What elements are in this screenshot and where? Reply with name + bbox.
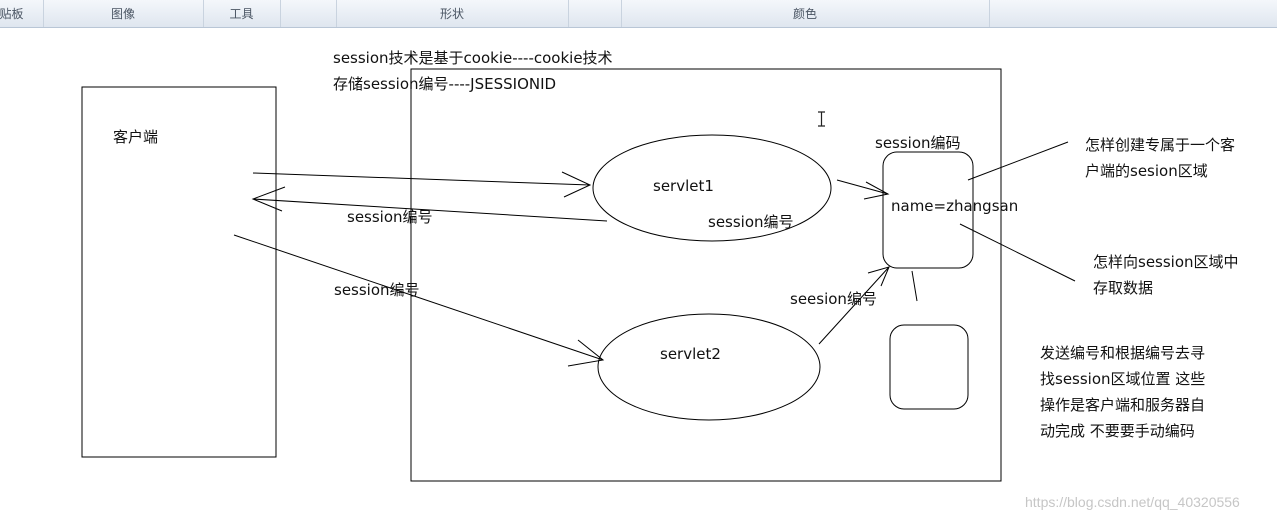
text-line: 操作是客户端和服务器自	[1040, 396, 1206, 414]
arrow-label-session-id-lower: session编号	[334, 281, 420, 299]
toolbar-group-clipboard[interactable]: 贴板	[0, 0, 44, 27]
session-area-box	[882, 151, 974, 269]
toolbar-group-label: 形状	[439, 7, 464, 21]
header-line-2: 存储session编号----JSESSIONID	[333, 75, 557, 93]
drawing-canvas[interactable]: session技术是基于cookie----cookie技术 存储session…	[0, 27, 1277, 523]
header-line-1: session技术是基于cookie----cookie技术	[333, 49, 613, 67]
arrow-label-session-id-servlet2: seesion编号	[790, 290, 877, 308]
text-line: 怎样创建专属于一个客	[1085, 136, 1236, 154]
client-box	[81, 86, 277, 458]
diagram-drawing	[81, 68, 1076, 482]
paint-toolbar: 贴板 图像 工具 形状 颜色	[0, 0, 1277, 28]
toolbar-group-image[interactable]: 图像	[43, 0, 204, 27]
question-access-session-data: 怎样向session区域中 存取数据	[1093, 249, 1239, 301]
question2-pointer-line	[959, 223, 1076, 282]
toolbar-group-label: 贴板	[0, 7, 24, 21]
watermark: https://blog.csdn.net/qq_40320556	[1025, 494, 1240, 510]
arrowhead	[863, 181, 890, 200]
text-line: 存取数据	[1093, 279, 1154, 297]
toolbar-group-label: 工具	[229, 7, 254, 21]
box-to-session-line	[911, 270, 918, 302]
servlet1-label: servlet1	[653, 177, 714, 195]
response-arrow-to-client	[252, 198, 608, 222]
text-line: 找session区域位置 这些	[1040, 370, 1206, 388]
text-line: 户端的sesion区域	[1085, 162, 1208, 180]
toolbar-group-colors[interactable]: 颜色	[621, 0, 990, 27]
arrow-label-session-id-left: session编号	[347, 208, 433, 226]
arrowhead	[251, 186, 286, 212]
servlet1-to-session-arrow	[836, 179, 889, 195]
text-line: 怎样向session区域中	[1093, 253, 1239, 271]
server-box	[410, 68, 1002, 482]
arrowhead	[567, 339, 605, 367]
servlet2-label: servlet2	[660, 345, 721, 363]
text-line: 动完成 不要要手动编码	[1040, 422, 1195, 440]
arrowhead	[867, 266, 890, 287]
toolbar-group-spacer	[568, 0, 622, 27]
session-content: name=zhangsan	[891, 197, 1019, 215]
arrow-label-session-id-servlet1: session编号	[708, 213, 794, 231]
second-session-box	[889, 324, 969, 410]
toolbar-group-label: 颜色	[792, 7, 817, 21]
text-line: 发送编号和根据编号去寻	[1040, 344, 1206, 362]
session-code-label: session编码	[875, 134, 961, 152]
toolbar-group-spacer	[280, 0, 337, 27]
client-label: 客户端	[113, 128, 159, 146]
request-arrow-to-servlet1	[252, 172, 591, 186]
question-create-session-area: 怎样创建专属于一个客 户端的sesion区域	[1085, 132, 1235, 184]
servlet1-ellipse	[592, 134, 832, 242]
toolbar-group-shapes[interactable]: 形状	[336, 0, 569, 27]
automatic-handling-note: 发送编号和根据编号去寻 找session区域位置 这些 操作是客户端和服务器自 …	[1040, 340, 1205, 444]
question1-pointer-line	[967, 141, 1069, 181]
servlet2-to-session-arrow	[818, 266, 890, 345]
request-arrow-to-servlet2	[233, 234, 604, 361]
toolbar-group-label: 图像	[110, 7, 135, 21]
arrowhead	[561, 171, 592, 198]
text-cursor-icon	[818, 111, 825, 127]
toolbar-group-tools[interactable]: 工具	[203, 0, 281, 27]
servlet2-ellipse	[597, 313, 821, 421]
